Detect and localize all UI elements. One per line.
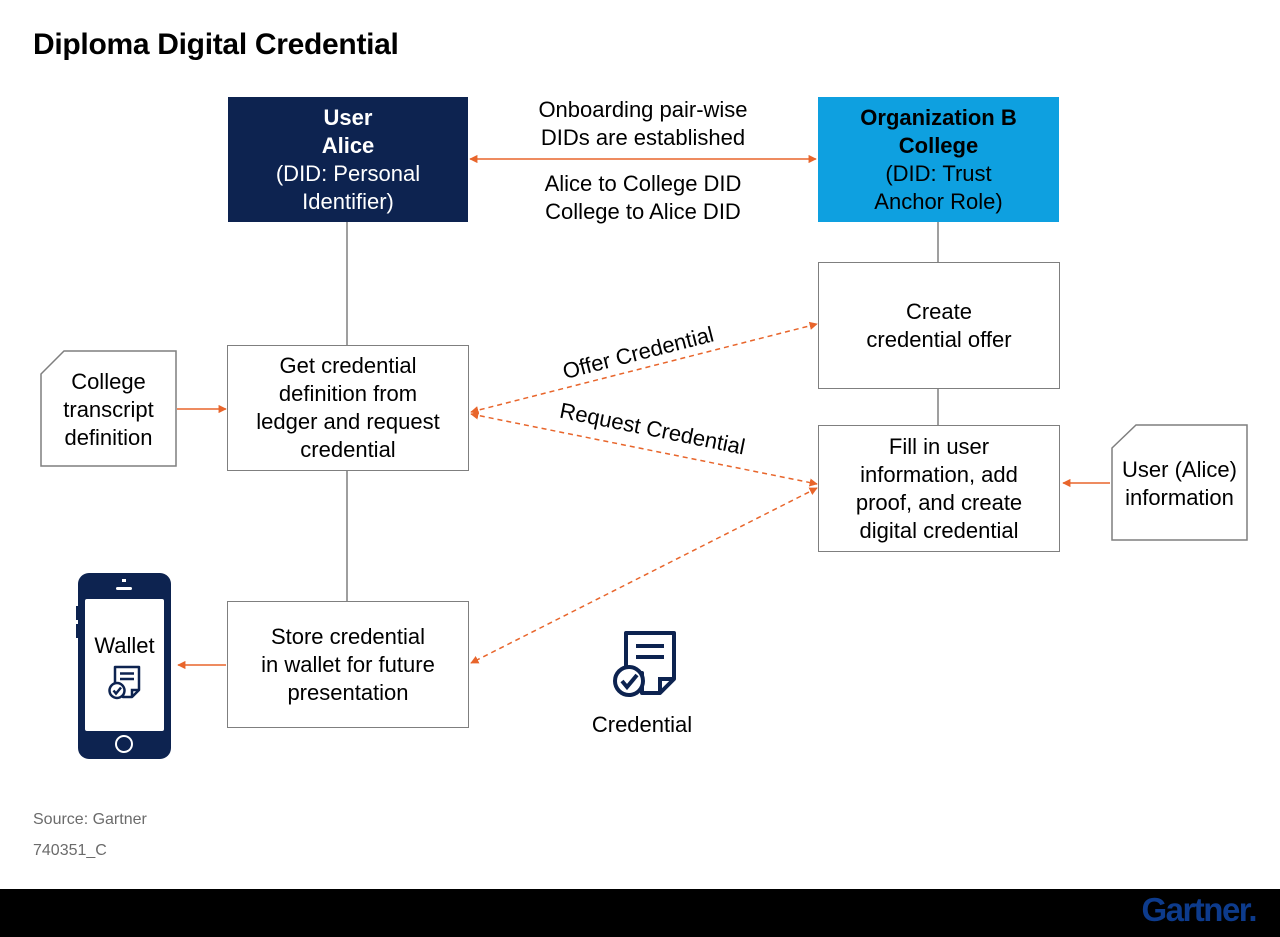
onboarding-label-bottom: Alice to College DID College to Alice DI… (503, 170, 783, 226)
store-credential-box: Store credential in wallet for future pr… (227, 601, 469, 728)
get-credential-line-4: credential (300, 437, 396, 462)
user-alice-sub-1: (DID: Personal (275, 160, 421, 186)
create-offer-line-2: credential offer (866, 326, 1012, 352)
user-alice-header-1: User (323, 104, 373, 130)
create-offer-box: Create credential offer (818, 262, 1060, 389)
gartner-logo: Gartner. (1141, 891, 1257, 928)
org-college-box: Organization B College (DID: Trust Ancho… (818, 97, 1059, 222)
user-alice-header-2: Alice (321, 132, 375, 158)
user-info-doc-text: User (Alice) information (1112, 456, 1247, 512)
org-college-header-2: College (898, 132, 979, 158)
get-credential-line-1: Get credential (279, 353, 417, 378)
fill-in-line-1: Fill in user (888, 433, 990, 459)
store-line-1: Store credential (270, 623, 426, 649)
user-info-line-2: information (1125, 485, 1234, 510)
credential-legend-label: Credential (591, 712, 693, 737)
wallet-label: Wallet (94, 633, 155, 658)
credential-legend-icon (613, 631, 676, 697)
store-line-2: in wallet for future (261, 651, 435, 677)
transcript-line-3: definition (64, 425, 153, 450)
org-college-header-1: Organization B (860, 104, 1017, 130)
figure-code: 740351_C (33, 842, 107, 859)
get-credential-line-3: ledger and request (256, 409, 440, 434)
transcript-doc-text: College transcript definition (41, 368, 176, 452)
fill-in-line-4: digital credential (859, 517, 1019, 543)
onboarding-top-1: Onboarding pair-wise (538, 97, 748, 122)
request-credential-label: Request Credential (558, 398, 748, 460)
fill-in-box: Fill in user information, add proof, and… (818, 425, 1060, 552)
get-credential-line-2: definition from (278, 381, 418, 406)
diagram-connectors: Offer Credential Request Credential (40, 154, 1248, 759)
transcript-line-2: transcript (63, 397, 154, 422)
user-alice-sub-2: Identifier) (302, 188, 394, 214)
wallet-credential-icon (108, 665, 141, 700)
store-line-3: presentation (287, 679, 409, 705)
user-info-doc-shape (1111, 424, 1248, 541)
offer-credential-arrow (470, 321, 818, 415)
fill-in-line-2: information, add (860, 461, 1018, 487)
onboarding-label-top: Onboarding pair-wise DIDs are establishe… (503, 96, 783, 152)
get-credential-box: Get credential definition from ledger an… (227, 345, 469, 471)
request-credential-arrow (470, 411, 818, 487)
user-info-line-1: User (Alice) (1122, 457, 1237, 482)
user-alice-box: User Alice (DID: Personal Identifier) (228, 97, 468, 222)
deliver-credential-arrow (470, 487, 818, 664)
transcript-doc-shape (40, 350, 177, 467)
onboarding-top-2: DIDs are established (540, 125, 746, 150)
transcript-line-1: College (71, 369, 146, 394)
org-college-sub-1: (DID: Trust (885, 160, 992, 186)
page-title: Diploma Digital Credential (33, 28, 399, 61)
org-college-sub-2: Anchor Role) (874, 188, 1003, 214)
onboarding-bottom-2: College to Alice DID (545, 199, 741, 224)
fill-in-line-3: proof, and create (855, 489, 1023, 515)
footer-bar: Gartner. (0, 889, 1280, 937)
offer-credential-label: Offer Credential (560, 321, 716, 383)
create-offer-line-1: Create (905, 298, 973, 324)
onboarding-bottom-1: Alice to College DID (544, 171, 742, 196)
source-text: Source: Gartner (33, 811, 147, 828)
